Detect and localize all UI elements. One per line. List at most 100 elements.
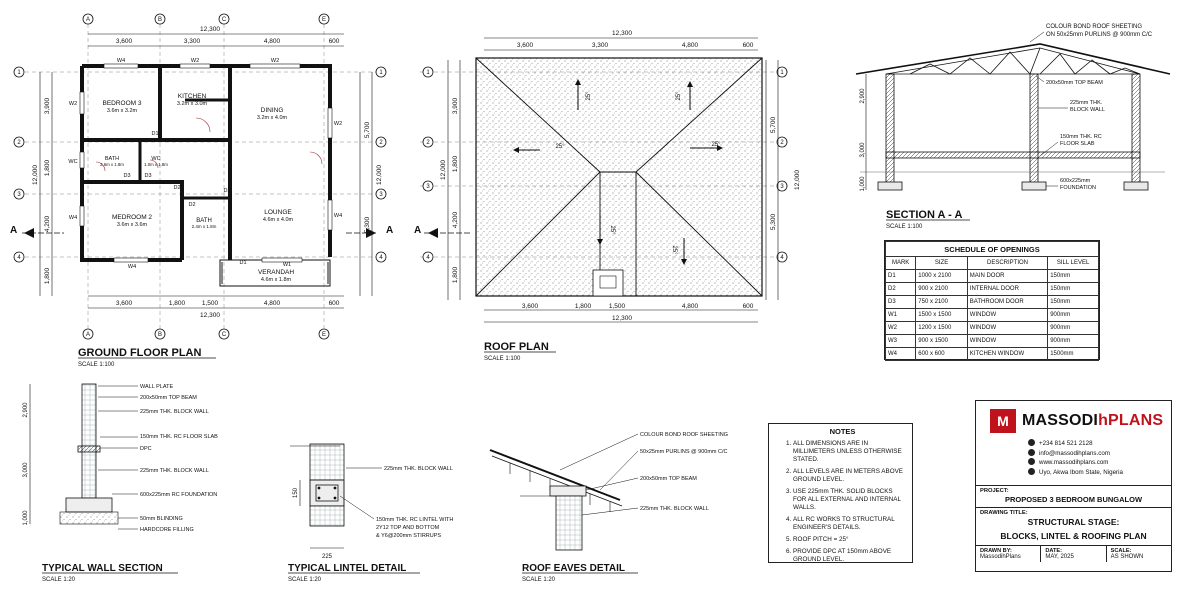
detail-scale: SCALE 1:20 <box>522 577 556 583</box>
dim-vertical: 2,900 <box>23 402 29 418</box>
tag-d3: D3 <box>123 173 130 179</box>
detail-scale: SCALE 1:20 <box>42 577 76 583</box>
grid-1: 1 <box>379 70 383 76</box>
cell: 1000 x 2100 <box>915 269 968 283</box>
cell: WINDOW <box>966 321 1049 335</box>
callout: ON 50x25mm PURLINS @ 900mm C/C <box>1046 32 1153 38</box>
dim-right: 5,300 <box>770 213 777 230</box>
grid-3: 3 <box>379 192 383 198</box>
tag-w2: W2 <box>334 121 342 127</box>
dim-vertical: 3,000 <box>23 462 29 478</box>
cell: 750 x 2100 <box>915 295 968 309</box>
grid-1: 1 <box>780 70 784 76</box>
callout: FLOOR SLAB <box>1060 141 1095 147</box>
tag-w1: W1 <box>283 262 291 268</box>
callout: DPC <box>140 446 152 452</box>
ground-floor-plan: A B C E A B C E 1 2 3 4 1 2 3 4 12,300 3… <box>10 13 393 368</box>
section-scale: SCALE 1:100 <box>886 224 923 230</box>
cell: D1 <box>884 269 917 283</box>
dim-horizontal: 225 <box>322 554 333 560</box>
drawn-by-label: DRAWN BY: <box>980 548 1012 554</box>
dim-total-left: 12,000 <box>440 160 447 180</box>
cell: D2 <box>884 282 917 296</box>
room-size: 3.2m x 3.0m <box>177 101 208 107</box>
typical-lintel-detail: 150 225 225mm THK. BLOCK WALL 150mm THK.… <box>288 443 453 583</box>
schedule-header: SILL LEVEL <box>1047 256 1099 270</box>
note-item: ALL DIMENSIONS ARE IN MILLIMETERS UNLESS… <box>793 440 906 464</box>
detail-scale: SCALE 1:20 <box>288 577 322 583</box>
cell: BATHROOM DOOR <box>966 295 1049 309</box>
grid-4: 4 <box>780 255 784 261</box>
note-item: USE 225mm THK. SOLID BLOCKS FOR ALL EXTE… <box>793 488 906 512</box>
section-a-a: 2,900 3,000 1,000 COLOUR BOND ROOF SHEET… <box>855 24 1171 230</box>
room-name: VERANDAH <box>258 269 294 276</box>
dim-top: 4,800 <box>682 42 699 49</box>
cell: WINDOW <box>966 308 1049 322</box>
dim-vertical: 2,900 <box>860 88 866 104</box>
tag-w4: W4 <box>69 215 77 221</box>
dim-top: 3,600 <box>116 38 133 45</box>
cell: 150mm <box>1047 269 1099 283</box>
dim-top: 3,300 <box>184 38 201 45</box>
plan-scale: SCALE 1:100 <box>484 356 521 362</box>
cell: 900mm <box>1047 321 1099 335</box>
callout: 600x225mm RC FOUNDATION <box>140 492 217 498</box>
grid-a: A <box>86 17 90 23</box>
dim-total-top: 12,300 <box>612 30 632 37</box>
cell: INTERNAL DOOR <box>966 282 1049 296</box>
grid-4: 4 <box>426 255 430 261</box>
callout: 150mm THK. RC LINTEL WITH <box>376 517 453 523</box>
callout: FOUNDATION <box>1060 185 1096 191</box>
callout: 50x25mm PURLINS @ 900mm C/C <box>640 449 728 455</box>
dim-left: 1,800 <box>452 155 459 172</box>
pitch-label: 25° <box>671 245 677 255</box>
drawing-title-row: DRAWING TITLE: STRUCTURAL STAGE: BLOCKS,… <box>976 507 1171 545</box>
room-name: BEDROOM 3 <box>102 100 141 107</box>
tag-d2: D2 <box>223 188 230 194</box>
grid-e: E <box>322 332 326 338</box>
grid-2: 2 <box>426 140 430 146</box>
date-label: DATE: <box>1045 548 1063 554</box>
callout: 225mm THK. BLOCK WALL <box>384 466 453 472</box>
typical-wall-section: 2,900 3,000 1,000 WALL PLATE 200x50mm TO… <box>23 383 218 583</box>
cell: 900mm <box>1047 334 1099 348</box>
cell: 900mm <box>1047 308 1099 322</box>
schedule-of-openings: SCHEDULE OF OPENINGS MARK SIZE DESCRIPTI… <box>884 240 1100 361</box>
cell: W4 <box>884 347 917 361</box>
roof-eaves-detail: COLOUR BOND ROOF SHEETING 50x25mm PURLIN… <box>489 432 728 583</box>
callout: 225mm THK. BLOCK WALL <box>140 468 209 474</box>
dim-bottom: 600 <box>743 303 754 310</box>
dim-right: 5,700 <box>770 116 777 133</box>
callout: 600x225mm <box>1060 178 1091 184</box>
room-name: MEDROOM 2 <box>112 214 152 221</box>
brand-logo: M MASSODIhPLANS <box>990 409 1171 433</box>
room-name: LOUNGE <box>264 209 292 216</box>
web-icon <box>1028 458 1035 465</box>
dim-vertical: 3,000 <box>860 142 866 158</box>
grid-b: B <box>158 17 162 23</box>
callout: COLOUR BOND ROOF SHEETING <box>1046 24 1142 30</box>
dim-left: 3,900 <box>452 97 459 114</box>
dim-vertical: 150 <box>293 487 299 498</box>
callout: 200x50mm TOP BEAM <box>1046 80 1103 86</box>
cell: MAIN DOOR <box>966 269 1049 283</box>
tag-wc: WC <box>68 159 77 165</box>
dim-top: 3,300 <box>592 42 609 49</box>
title-block: M MASSODIhPLANS +234 814 521 2128 info@m… <box>975 400 1172 572</box>
notes-title: NOTES <box>829 427 856 436</box>
note-item: ROOF PITCH = 25° <box>793 536 906 544</box>
cell: WINDOW <box>966 334 1049 348</box>
schedule-header: DESCRIPTION <box>966 256 1049 270</box>
cell: 1200 x 1500 <box>915 321 968 335</box>
cell: W2 <box>884 321 917 335</box>
drawn-by: MassodihPlans <box>980 554 1021 560</box>
callout: & Y6@200mm STIRRUPS <box>376 533 441 539</box>
cell: D3 <box>884 295 917 309</box>
room-name: DINING <box>261 107 284 114</box>
grid-3: 3 <box>17 192 21 198</box>
grid-e: E <box>322 17 326 23</box>
dim-bottom: 4,800 <box>264 300 281 307</box>
